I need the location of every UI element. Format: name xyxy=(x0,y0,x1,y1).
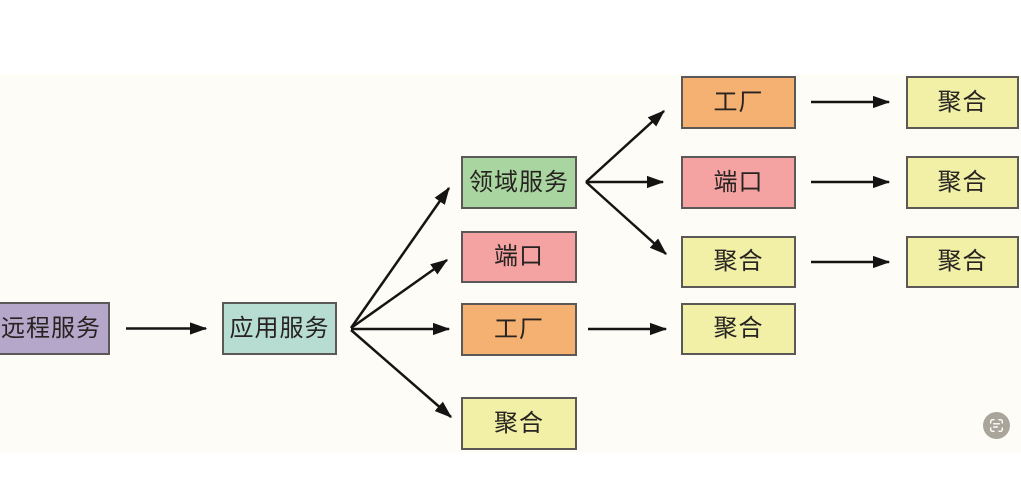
node-label: 应用服务 xyxy=(229,314,330,342)
node-aggregate-1: 聚合 xyxy=(461,397,577,450)
scan-text-icon xyxy=(990,419,1003,432)
node-port-1: 端口 xyxy=(461,231,577,283)
arrow-app-to-port xyxy=(350,258,449,330)
node-label: 聚合 xyxy=(494,409,544,437)
node-aggregate-3: 聚合 xyxy=(681,303,796,355)
node-label: 工厂 xyxy=(494,315,544,343)
node-label: 聚合 xyxy=(713,248,764,275)
arrow-domain-to-factory xyxy=(585,110,665,183)
node-remote-service: 远程服务 xyxy=(0,302,110,355)
arrow-app-to-domain xyxy=(349,186,451,329)
node-label: 工厂 xyxy=(713,88,764,116)
node-label: 领域服务 xyxy=(469,168,569,196)
node-aggregate-5: 聚合 xyxy=(906,156,1019,209)
node-app-service: 应用服务 xyxy=(222,302,337,355)
node-factory-1: 工厂 xyxy=(461,303,577,356)
node-domain-service: 领域服务 xyxy=(461,156,577,209)
node-aggregate-4: 聚合 xyxy=(906,76,1019,129)
node-port-2: 端口 xyxy=(681,156,796,209)
node-label: 聚合 xyxy=(713,315,764,342)
node-label: 聚合 xyxy=(937,88,988,116)
node-factory-2: 工厂 xyxy=(681,76,796,129)
node-label: 聚合 xyxy=(937,248,988,275)
node-label: 端口 xyxy=(494,243,544,270)
node-label: 端口 xyxy=(713,168,764,196)
arrow-app-to-aggregate xyxy=(350,329,452,418)
node-label: 聚合 xyxy=(937,168,988,196)
node-aggregate-2: 聚合 xyxy=(681,236,796,288)
ocr-scan-button[interactable] xyxy=(983,412,1010,439)
node-label: 远程服务 xyxy=(1,314,101,342)
node-aggregate-6: 聚合 xyxy=(906,236,1019,288)
arrow-domain-to-aggregate xyxy=(585,181,667,255)
